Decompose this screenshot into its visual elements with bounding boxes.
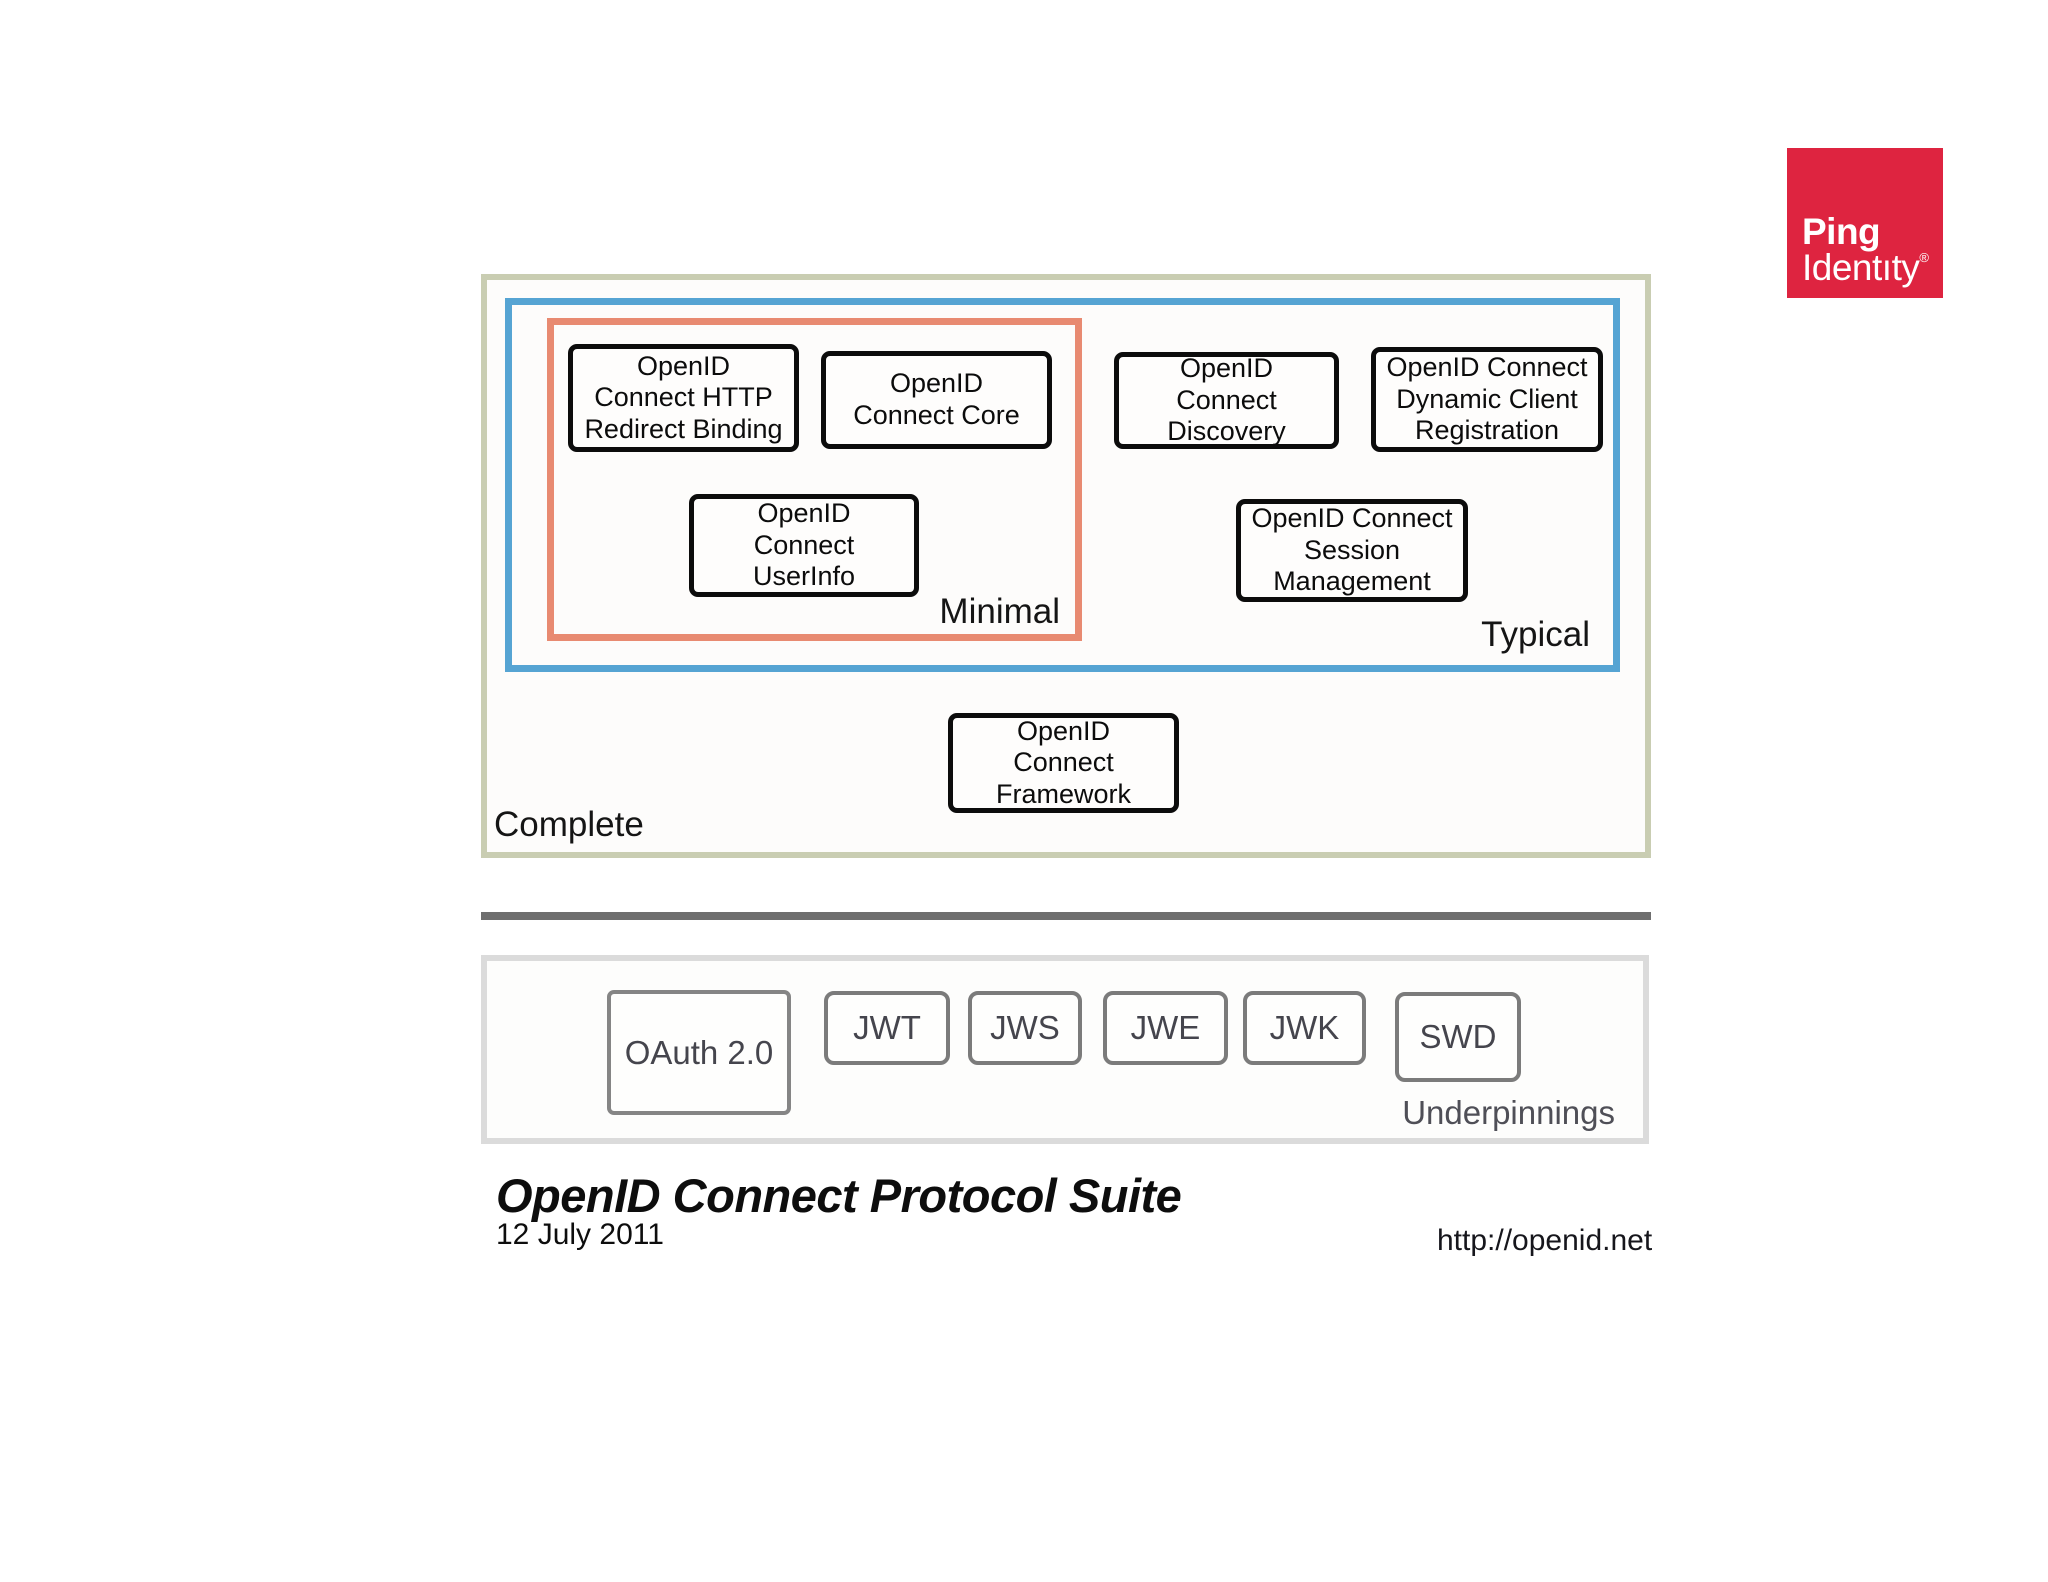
protocol-box-framework: OpenID Connect Framework [948,713,1179,813]
underpinning-box-jwt: JWT [824,991,950,1065]
logo-word-identity: Identıty® [1802,249,1933,286]
protocol-box-userinfo: OpenID Connect UserInfo [689,494,919,597]
group-label-complete: Complete [494,805,644,844]
group-label-typical: Typical [1481,615,1590,654]
protocol-box-http-redirect-binding: OpenID Connect HTTP Redirect Binding [568,344,799,452]
protocol-box-session-management: OpenID Connect Session Management [1236,499,1468,602]
underpinning-box-jwe: JWE [1103,991,1228,1065]
protocol-box-discovery: OpenID Connect Discovery [1114,352,1339,449]
underpinning-box-swd: SWD [1395,992,1521,1082]
openid-url: http://openid.net [1437,1224,1653,1257]
logo-word-ping: Ping [1802,210,1881,252]
protocol-box-core: OpenID Connect Core [821,351,1052,449]
date-label: 12 July 2011 [496,1218,664,1251]
underpinning-box-oauth: OAuth 2.0 [607,990,791,1115]
underpinning-box-jwk: JWK [1243,991,1366,1065]
group-label-minimal: Minimal [939,592,1060,631]
page-title: OpenID Connect Protocol Suite [496,1169,1182,1222]
protocol-box-dynamic-client-registration: OpenID Connect Dynamic Client Registrati… [1371,347,1603,452]
section-divider [481,912,1651,920]
group-label-underpinnings: Underpinnings [1402,1094,1615,1131]
underpinning-box-jws: JWS [968,991,1082,1065]
ping-identity-logo: Ping Identıty® [1787,148,1943,298]
registered-trademark-icon: ® [1919,250,1929,265]
logo-word-identity-text: Identıty [1802,247,1920,288]
